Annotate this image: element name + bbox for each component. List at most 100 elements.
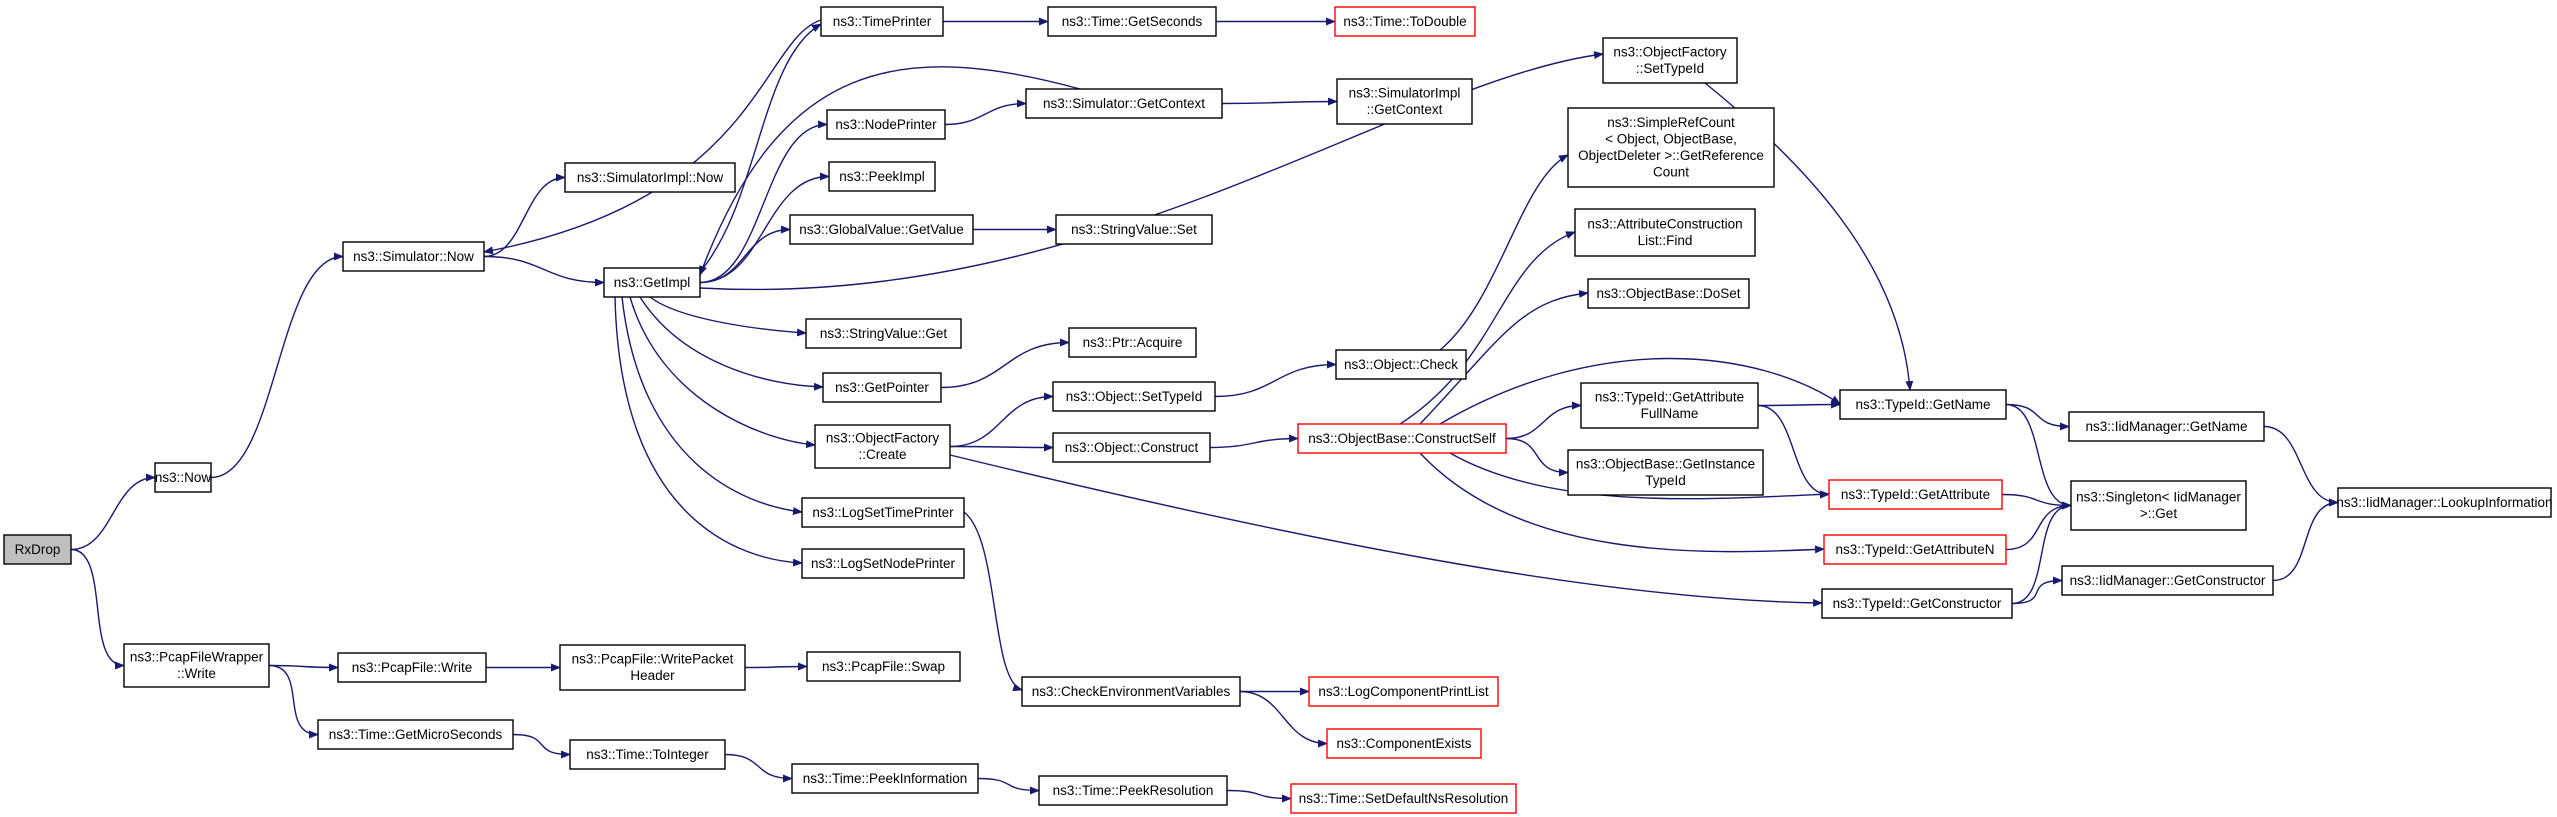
node-box: [337, 652, 487, 683]
edge-path: [268, 663, 339, 672]
node-box: [2061, 565, 2274, 596]
node-sim-now[interactable]: ns3::Simulator::Now: [342, 241, 485, 272]
node-tid-getattributen[interactable]: ns3::TypeId::GetAttributeN: [1823, 534, 2007, 565]
node-of-create[interactable]: ns3::ObjectFactory::Create: [814, 424, 951, 469]
node-componentexists[interactable]: ns3::ComponentExists: [1326, 728, 1482, 759]
node-tid-getattribute[interactable]: ns3::TypeId::GetAttribute: [1828, 479, 2003, 510]
node-box: [2068, 411, 2265, 442]
edge-sim-now-to-simimpl-now: [483, 173, 566, 258]
node-iid-lookup[interactable]: ns3::IidManager::LookupInformation: [2336, 487, 2553, 518]
node-sv-set[interactable]: ns3::StringValue::Set: [1055, 214, 1213, 245]
node-time-peekres[interactable]: ns3::Time::PeekResolution: [1038, 775, 1228, 806]
node-obj-settypeid[interactable]: ns3::Object::SetTypeId: [1052, 381, 1216, 412]
node-box: [559, 644, 746, 691]
edge-getimpl-to-gv-getvalue: [699, 225, 791, 284]
node-label: ns3::LogComponentPrintList: [1318, 684, 1489, 699]
node-singleton-get[interactable]: ns3::Singleton< IidManager>::Get: [2070, 480, 2247, 531]
node-now[interactable]: ns3::Now: [154, 462, 212, 493]
edge-ob-constructself-to-tid-getattribute: [1449, 452, 1830, 500]
node-sim-getcontext[interactable]: ns3::Simulator::GetContext: [1025, 88, 1223, 119]
node-pcap-write[interactable]: ns3::PcapFile::Write: [337, 652, 487, 683]
edge-getimpl-to-of-create: [629, 296, 816, 449]
node-box: [1052, 432, 1211, 463]
node-time-getmicro[interactable]: ns3::Time::GetMicroSeconds: [317, 719, 514, 750]
node-ob-doset[interactable]: ns3::ObjectBase::DoSet: [1587, 278, 1750, 309]
node-box: [1580, 382, 1759, 429]
node-label: ns3::PeekImpl: [839, 169, 925, 184]
node-label: ns3::GlobalValue::GetValue: [799, 222, 964, 237]
edge-path: [629, 296, 816, 449]
node-iid-getconstructor[interactable]: ns3::IidManager::GetConstructor: [2061, 565, 2274, 596]
edge-obj-check-to-simplerefcount: [1439, 154, 1569, 351]
edge-path: [621, 296, 803, 515]
edge-nodeprinter-to-sim-getcontext: [944, 99, 1027, 126]
node-checkenv[interactable]: ns3::CheckEnvironmentVariables: [1021, 676, 1241, 707]
node-time-todouble[interactable]: ns3::Time::ToDouble: [1334, 6, 1476, 37]
edge-getimpl-to-logsettime: [621, 296, 803, 515]
edge-getimpl-to-logsetnode: [614, 296, 803, 567]
nodes-layer: RxDrop ns3::Nowns3::PcapFileWrapper::Writ…: [3, 6, 2553, 814]
node-tid-getconstructor[interactable]: ns3::TypeId::GetConstructor: [1821, 588, 2013, 619]
edge-path: [512, 733, 571, 759]
node-simplerefcount[interactable]: ns3::SimpleRefCount< Object, ObjectBase,…: [1567, 107, 1775, 188]
node-simimpl-now[interactable]: ns3::SimulatorImpl::Now: [564, 162, 736, 193]
node-label: ns3::GetPointer: [835, 380, 929, 395]
node-getimpl[interactable]: ns3::GetImpl: [603, 267, 701, 298]
node-rxdrop[interactable]: RxDrop: [3, 534, 72, 565]
node-peekimpl[interactable]: ns3::PeekImpl: [828, 161, 936, 192]
node-obj-construct[interactable]: ns3::Object::Construct: [1052, 432, 1211, 463]
node-box: [564, 162, 736, 193]
node-label: ns3::GetImpl: [614, 275, 691, 290]
node-iid-getname[interactable]: ns3::IidManager::GetName: [2068, 411, 2265, 442]
edge-path: [1226, 789, 1292, 803]
edge-tid-getconstructor-to-iid-getconstructor: [2011, 576, 2063, 605]
node-label: ns3::ObjectFactory: [826, 431, 940, 446]
node-label: FullName: [1641, 406, 1699, 421]
node-nodeprinter[interactable]: ns3::NodePrinter: [826, 109, 946, 140]
node-box: [1334, 6, 1476, 37]
node-time-tointeger[interactable]: ns3::Time::ToInteger: [569, 739, 726, 770]
edge-ob-constructself-to-tid-getattrfullname: [1505, 401, 1582, 440]
node-obj-check[interactable]: ns3::Object::Check: [1335, 349, 1467, 380]
edge-path: [1439, 357, 1841, 425]
node-box: [1025, 88, 1223, 119]
edge-path: [268, 664, 319, 739]
node-timeprinter[interactable]: ns3::TimePrinter: [820, 6, 944, 37]
node-time-getseconds[interactable]: ns3::Time::GetSeconds: [1047, 6, 1217, 37]
node-pcap-swap[interactable]: ns3::PcapFile::Swap: [806, 651, 961, 682]
node-time-setdefaultns[interactable]: ns3::Time::SetDefaultNsResolution: [1290, 783, 1517, 814]
node-sv-get[interactable]: ns3::StringValue::Get: [805, 318, 962, 349]
node-logsettime[interactable]: ns3::LogSetTimePrinter: [801, 497, 965, 528]
edge-getimpl-to-getpointer: [639, 296, 824, 391]
node-label: ns3::IidManager::GetConstructor: [2070, 573, 2266, 588]
edge-path: [1439, 154, 1569, 351]
node-gv-getvalue[interactable]: ns3::GlobalValue::GetValue: [789, 214, 974, 245]
edge-path: [940, 338, 1070, 389]
edge-getimpl-to-of-settypeid: [699, 51, 1604, 291]
edge-path: [1757, 400, 1841, 409]
edge-now-to-sim-now: [210, 252, 344, 479]
node-getpointer[interactable]: ns3::GetPointer: [822, 372, 942, 403]
node-simimpl-getcontext[interactable]: ns3::SimulatorImpl::GetContext: [1336, 78, 1473, 125]
edge-path: [210, 252, 344, 479]
node-pcapwrapper-write[interactable]: ns3::PcapFileWrapper::Write: [123, 643, 270, 688]
node-time-peekinfo[interactable]: ns3::Time::PeekInformation: [791, 763, 979, 794]
node-of-settypeid[interactable]: ns3::ObjectFactory::SetTypeId: [1602, 37, 1738, 84]
node-logsetnode[interactable]: ns3::LogSetNodePrinter: [801, 548, 965, 579]
node-tid-getname[interactable]: ns3::TypeId::GetName: [1839, 389, 2007, 420]
node-logcompprintlist[interactable]: ns3::LogComponentPrintList: [1308, 676, 1499, 707]
edge-path: [614, 296, 803, 567]
node-label: ns3::Time::GetMicroSeconds: [329, 727, 503, 742]
node-label: ns3::PcapFile::Write: [352, 660, 473, 675]
node-box: [1567, 107, 1775, 188]
node-label: TypeId: [1645, 473, 1686, 488]
edge-path: [699, 120, 828, 284]
edge-tid-getconstructor-to-singleton-get: [2011, 501, 2072, 605]
node-label: ns3::SimulatorImpl::Now: [577, 170, 724, 185]
node-ptr-acquire[interactable]: ns3::Ptr::Acquire: [1068, 327, 1197, 358]
node-ob-constructself[interactable]: ns3::ObjectBase::ConstructSelf: [1297, 423, 1507, 454]
